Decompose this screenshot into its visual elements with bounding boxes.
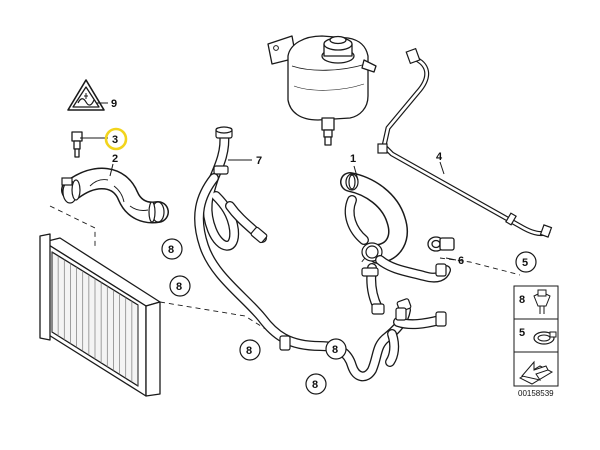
callout-7: 7 xyxy=(256,155,262,167)
leader-lines xyxy=(80,102,457,261)
legend-item-5: 5 xyxy=(519,327,525,339)
callout-3-highlight xyxy=(104,127,128,151)
callout-6: 6 xyxy=(458,255,464,267)
radiator[interactable] xyxy=(39,233,161,397)
ref-8-e: 8 xyxy=(312,379,318,391)
arrow-icon xyxy=(518,360,554,385)
warning-label-part[interactable] xyxy=(67,79,105,111)
expansion-tank[interactable] xyxy=(267,35,377,146)
hose-clamp-icon xyxy=(533,331,557,345)
hose-clamp-part-6[interactable] xyxy=(427,236,455,252)
parts-legend: 8 5 00158539 xyxy=(513,285,559,398)
document-number: 00158539 xyxy=(518,389,554,398)
callout-1: 1 xyxy=(350,153,356,165)
callout-4: 4 xyxy=(436,151,443,163)
y-connector-hose[interactable] xyxy=(385,307,447,367)
coolant-hose-part-1[interactable] xyxy=(340,172,451,315)
ref-8-b: 8 xyxy=(176,281,182,293)
ref-8-a: 8 xyxy=(168,244,174,256)
reference-circles: 8 8 8 8 8 5 xyxy=(161,238,537,395)
callout-9: 9 xyxy=(111,98,117,110)
ref-8-d: 8 xyxy=(332,344,338,356)
spring-clip-icon xyxy=(533,289,551,314)
vent-pipe-part-4[interactable] xyxy=(377,47,553,238)
radiator-hose-part-2[interactable] xyxy=(61,167,169,224)
temperature-sensor-part[interactable] xyxy=(71,131,83,158)
legend-item-8: 8 xyxy=(519,294,525,306)
callout-3: 3 xyxy=(112,134,118,146)
callout-2: 2 xyxy=(112,153,118,165)
callout-labels: 9 3 2 1 7 4 6 xyxy=(104,98,464,267)
ref-5: 5 xyxy=(522,257,528,269)
ref-8-c: 8 xyxy=(246,345,252,357)
